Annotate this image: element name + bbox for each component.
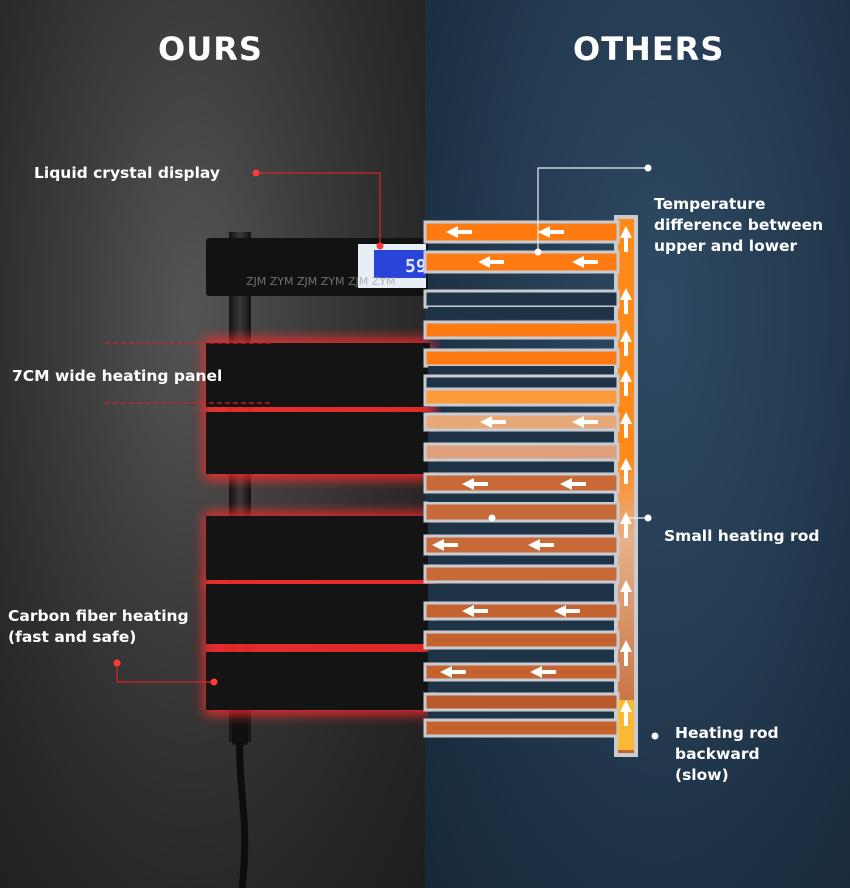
arrow-up-icon [620,580,632,606]
temperature-label-line-3: upper and lower [654,237,798,255]
arrow-left-icon [432,539,458,551]
others-pointers [488,164,659,740]
arrow-up-icon [620,640,632,666]
arrow-left-icon [538,226,564,238]
carbon-label-line-2: (fast and safe) [8,628,137,646]
arrow-left-icon [440,666,466,678]
heating-panel-1 [206,343,430,407]
arrow-up-icon [620,370,632,396]
pointer-dot-icon [376,242,384,250]
arrow-left-icon [554,605,580,617]
others-towel-rack [423,215,638,757]
arrow-left-icon [572,256,598,268]
backward-label-line-3: (slow) [675,766,729,784]
ours-pointers [105,169,384,686]
arrow-left-icon [478,256,504,268]
flow-arrows-up [620,226,632,726]
heating-panel-3 [206,516,430,580]
heating-panel-5 [206,652,430,710]
arrow-left-icon [572,416,598,428]
heating-panel-4 [206,584,430,644]
horizontal-pipes [423,220,620,738]
pointer-dot-icon [113,659,121,667]
arrow-left-icon [480,416,506,428]
backward-label-line-2: backward [675,745,760,763]
backward-label: Heating rod backward (slow) [675,723,779,786]
arrow-up-icon [620,700,632,726]
pointer-dot-icon [651,732,659,740]
panel-label: 7CM wide heating panel [12,367,223,385]
arrow-left-icon [560,478,586,490]
backward-label-line-1: Heating rod [675,724,779,742]
display-pointer-line [256,172,381,246]
flow-arrows-left [432,226,598,678]
display-label: Liquid crystal display [34,164,220,182]
vertical-pipe-inner [618,219,634,753]
carbon-pointer-line [116,663,214,683]
arrow-left-icon [528,539,554,551]
carbon-label: Carbon fiber heating (fast and safe) [8,606,189,648]
pointer-dot-icon [210,678,218,686]
pointer-dot-icon [644,514,652,522]
pointer-dot-icon [644,164,652,172]
ours-towel-rack: 59 ZJM ZYM ZJM ZYM ZJM ZYM [204,232,432,888]
temperature-pointer-line [537,167,648,252]
lcd-screen [374,250,426,278]
watermark: ZJM ZYM ZJM ZYM ZJM ZYM [246,275,396,288]
lcd-readout: 59 [405,256,427,277]
arrow-left-icon [530,666,556,678]
temperature-label: Temperature difference between upper and… [654,194,823,257]
heating-panel-2 [206,412,430,474]
temperature-label-line-2: difference between [654,216,824,234]
pointer-dot-icon [252,169,260,177]
arrow-up-icon [620,330,632,356]
others-heading: OTHERS [573,30,725,68]
arrow-left-icon [462,478,488,490]
pointer-dot-icon [488,514,496,522]
arrow-left-icon [462,605,488,617]
pointer-dot-icon [534,248,542,256]
arrow-up-icon [620,288,632,314]
arrow-left-icon [446,226,472,238]
arrow-up-icon [620,226,632,252]
temperature-label-line-1: Temperature [654,195,766,213]
carbon-label-line-1: Carbon fiber heating [8,607,189,625]
rod-label: Small heating rod [664,527,820,545]
arrow-up-icon [620,458,632,484]
arrow-up-icon [620,412,632,438]
ours-heading: OURS [158,30,263,68]
power-cord [236,739,249,888]
